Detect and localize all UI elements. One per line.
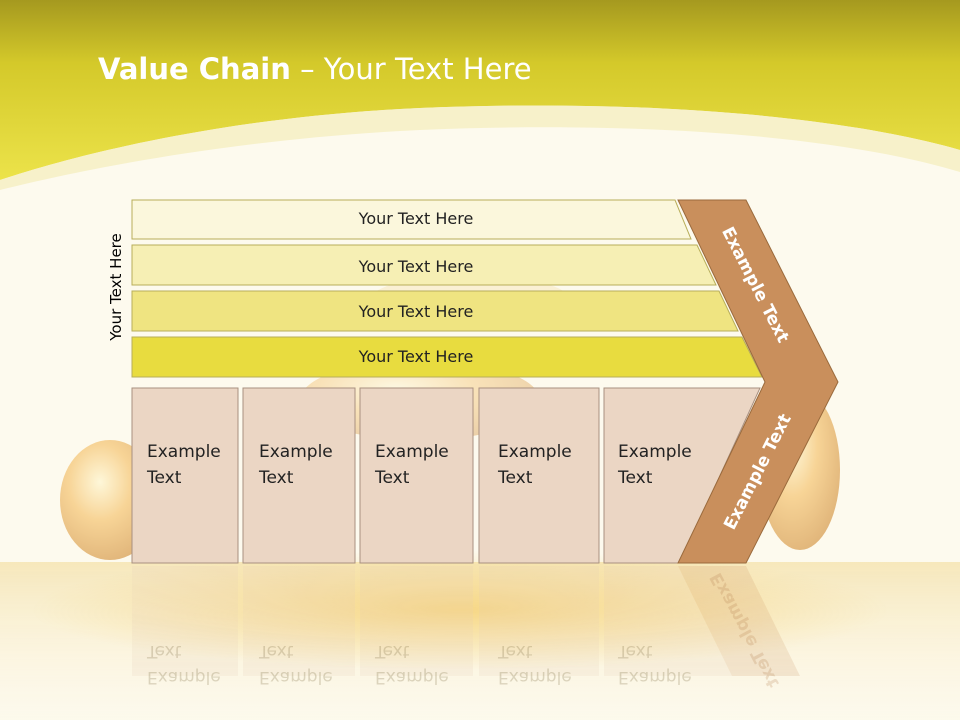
support-bar-3-label: Your Text Here [358,302,474,321]
primary-box-5-line2: Text [618,468,653,488]
reflection-box-1-text: Example Text [147,638,221,690]
title-bold: Value Chain [98,52,291,86]
reflection-box-1-line2: Text [147,641,182,661]
header-swoosh [0,105,960,190]
primary-box-1-line2: Text [147,468,182,488]
reflection-box-1-line1: Example [147,667,221,687]
diagram-reflection [132,566,800,676]
reflection-box-2-text: Example Text [259,638,333,690]
value-chevron [677,199,839,564]
slide-title: Value Chain – Your Text Here [98,52,532,86]
primary-box-5-line1: Example [618,442,692,462]
reflection-box-5-line2: Text [618,641,653,661]
support-bar-1 [131,199,692,240]
primary-box-3 [359,387,474,564]
primary-box-3-line2: Text [375,468,410,488]
support-bar-2-label: Your Text Here [358,257,474,276]
reflection-box-3-line1: Example [375,667,449,687]
reflection-box-2-line2: Text [259,641,294,661]
reflection-box-4-line1: Example [498,667,572,687]
reflection-box-5-text: Example Text [618,638,692,690]
primary-box-2-line1: Example [259,442,333,462]
title-rest: – Your Text Here [290,52,532,86]
support-bar-4 [131,336,763,378]
support-bar-2 [131,244,717,286]
support-bar-1-label: Your Text Here [358,209,474,228]
primary-box-4 [478,387,600,564]
primary-box-4-line1: Example [498,442,572,462]
reflection-box-3-text: Example Text [375,638,449,690]
primary-box-2 [242,387,356,564]
primary-box-1-line1: Example [147,442,221,462]
primary-box-1 [131,387,239,564]
support-activities-label: Your Text Here [107,233,125,341]
reflection-box-2-line1: Example [259,667,333,687]
water-glow [30,550,890,670]
primary-box-4-line2: Text [498,468,533,488]
primary-box-3-line1: Example [375,442,449,462]
support-bar-4-label: Your Text Here [358,347,474,366]
reflection-box-3-line2: Text [375,641,410,661]
primary-box-2-line2: Text [259,468,294,488]
reflection-box-5-line1: Example [618,667,692,687]
support-bar-3 [131,290,739,332]
reflection-box-4-text: Example Text [498,638,572,690]
reflection-box-4-line2: Text [498,641,533,661]
header-band [0,0,960,180]
